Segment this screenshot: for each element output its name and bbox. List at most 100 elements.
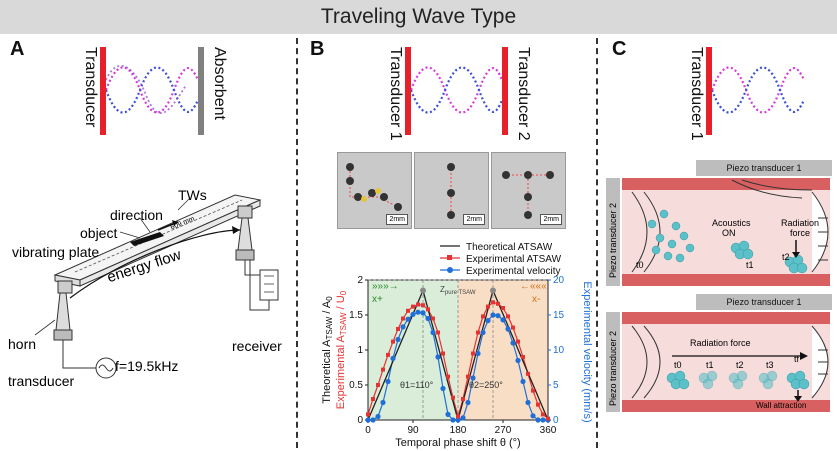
point-exp-velocity bbox=[470, 375, 476, 381]
point-exp-velocity bbox=[380, 399, 386, 406]
point-exp-amplitude bbox=[456, 414, 460, 419]
panel-c-t0-label: t0 bbox=[636, 260, 644, 270]
point-exp-amplitude bbox=[421, 303, 425, 308]
separator-right bbox=[596, 38, 598, 448]
panel-a-frequency-label: f=19.5kHz bbox=[115, 358, 179, 374]
chart-xlabel: Temporal phase shift θ (°) bbox=[395, 437, 520, 449]
panel-a-apparatus bbox=[34, 194, 279, 379]
point-exp-amplitude bbox=[491, 300, 495, 305]
y-right-tick-label: 5 bbox=[553, 380, 559, 391]
point-exp-velocity bbox=[430, 329, 436, 336]
panel-c-radiation-force-label: Radiation force bbox=[780, 218, 820, 238]
x-tick-label: 360 bbox=[540, 425, 557, 436]
panel-b-transducer1-label: Transducer 1 bbox=[387, 47, 404, 141]
chart-arrow-green: »»»→ bbox=[372, 281, 399, 292]
panel-c-tfb-label: tf bbox=[794, 354, 800, 364]
point-exp-amplitude bbox=[411, 304, 415, 309]
point-exp-amplitude bbox=[516, 339, 520, 344]
panel-c-t2-label: t2 bbox=[782, 252, 790, 262]
point-theory-peak bbox=[490, 287, 496, 294]
panel-c-upper-particles bbox=[631, 179, 829, 274]
panel-b-scale-2: 2mm bbox=[463, 214, 485, 225]
point-exp-amplitude bbox=[431, 316, 435, 321]
point-exp-amplitude bbox=[451, 395, 455, 400]
point-exp-velocity bbox=[370, 417, 376, 423]
y-left-tick-label: 2 bbox=[357, 275, 363, 286]
panel-b-transducer2-bar bbox=[502, 47, 508, 135]
point-exp-amplitude bbox=[396, 327, 400, 331]
panel-b-photo-1: 2mm bbox=[337, 152, 412, 229]
point-exp-velocity bbox=[390, 355, 396, 361]
panel-b-transducer2-label: Transducer 2 bbox=[515, 47, 532, 141]
y-left-tick-label: 1 bbox=[357, 345, 363, 356]
x-tick-label: 270 bbox=[495, 425, 512, 436]
panel-a-tws-label: TWs bbox=[178, 187, 207, 203]
panel-c-lower-particles bbox=[631, 325, 829, 402]
point-exp-velocity bbox=[445, 411, 451, 417]
figure-title: Traveling Wave Type bbox=[320, 5, 517, 28]
point-exp-amplitude bbox=[391, 339, 395, 344]
panel-c-t1b-label: t1 bbox=[706, 360, 714, 370]
x-tick-label: 180 bbox=[450, 425, 467, 436]
point-exp-amplitude bbox=[506, 314, 510, 319]
x-tick-label: 0 bbox=[365, 425, 371, 436]
point-exp-velocity bbox=[495, 313, 501, 319]
panel-a-horn-label: horn bbox=[8, 336, 37, 352]
point-exp-amplitude bbox=[386, 352, 390, 357]
panel-c-t0b-label: t0 bbox=[674, 360, 682, 370]
panel-b-photo-3: 2mm bbox=[491, 152, 566, 229]
point-exp-amplitude bbox=[406, 308, 410, 313]
panel-a-direction-label: direction bbox=[110, 207, 163, 223]
panel-c-lower-piezo2 bbox=[606, 312, 620, 412]
point-exp-velocity bbox=[530, 413, 536, 419]
panel-a-wave bbox=[106, 65, 198, 114]
point-exp-amplitude bbox=[536, 402, 540, 407]
panel-c-wave bbox=[712, 66, 804, 114]
panel-c-t3b-label: t3 bbox=[766, 360, 774, 370]
panel-c-transducer1-label: Transducer 1 bbox=[688, 47, 705, 141]
panel-b-scale-1: 2mm bbox=[386, 214, 408, 225]
point-exp-velocity bbox=[490, 312, 496, 318]
chart-legend: Theoretical ATSAW Experimental ATSAW Exp… bbox=[440, 242, 562, 277]
point-exp-amplitude bbox=[476, 330, 480, 335]
panel-a-transducer-bar bbox=[100, 47, 106, 135]
point-exp-velocity bbox=[415, 309, 421, 315]
point-exp-velocity bbox=[465, 399, 471, 406]
point-exp-velocity bbox=[515, 357, 521, 364]
point-exp-velocity bbox=[480, 329, 486, 336]
point-exp-amplitude bbox=[501, 306, 505, 310]
chart-arrow-orange: ←««« bbox=[520, 281, 547, 292]
panel-a-vibrating-plate-label: vibrating plate bbox=[12, 244, 100, 260]
point-exp-amplitude bbox=[416, 302, 420, 307]
chart-annot-zpure: Zpure TSAW bbox=[440, 285, 476, 296]
panel-a-transducer-low-label: transducer bbox=[8, 373, 75, 389]
point-exp-velocity bbox=[510, 340, 516, 346]
point-exp-amplitude bbox=[496, 301, 500, 306]
point-exp-velocity bbox=[525, 399, 531, 406]
point-exp-velocity bbox=[475, 350, 481, 357]
y-right-tick-label: 0 bbox=[553, 415, 559, 426]
panel-c-lower-radiation-force-label: Radiation force bbox=[690, 338, 751, 348]
y-left-tick-label: 0.5 bbox=[349, 380, 363, 391]
point-exp-amplitude bbox=[461, 397, 465, 401]
point-exp-amplitude bbox=[446, 374, 450, 379]
panel-c-lower-diagram: Piezo transducer 1 Piezo transducer 2 Ra… bbox=[606, 294, 832, 414]
point-exp-amplitude bbox=[526, 371, 530, 376]
y-left-tick-label: 0 bbox=[357, 415, 363, 426]
point-exp-velocity bbox=[410, 311, 416, 317]
point-theory-peak bbox=[420, 287, 426, 294]
chart-annot-theta2: θ2=250° bbox=[469, 380, 503, 390]
point-exp-amplitude bbox=[511, 325, 515, 330]
panel-a-receiver-label: receiver bbox=[232, 338, 282, 354]
panel-a-object-label: object bbox=[80, 225, 118, 241]
point-exp-velocity bbox=[400, 324, 406, 330]
panel-b-scale-3: 2mm bbox=[540, 214, 562, 225]
point-exp-amplitude bbox=[521, 355, 525, 359]
y-left-tick-label: 1.5 bbox=[349, 310, 363, 321]
point-exp-velocity bbox=[540, 417, 546, 423]
point-exp-velocity bbox=[440, 385, 446, 392]
panel-c-wall-attraction-label: Wall attraction bbox=[756, 401, 807, 410]
legend-item-exp-amp: Experimental ATSAW bbox=[466, 254, 562, 265]
panel-c-upper-piezo2-label: Piezo transducer 2 bbox=[608, 202, 618, 278]
point-exp-velocity bbox=[500, 317, 506, 323]
